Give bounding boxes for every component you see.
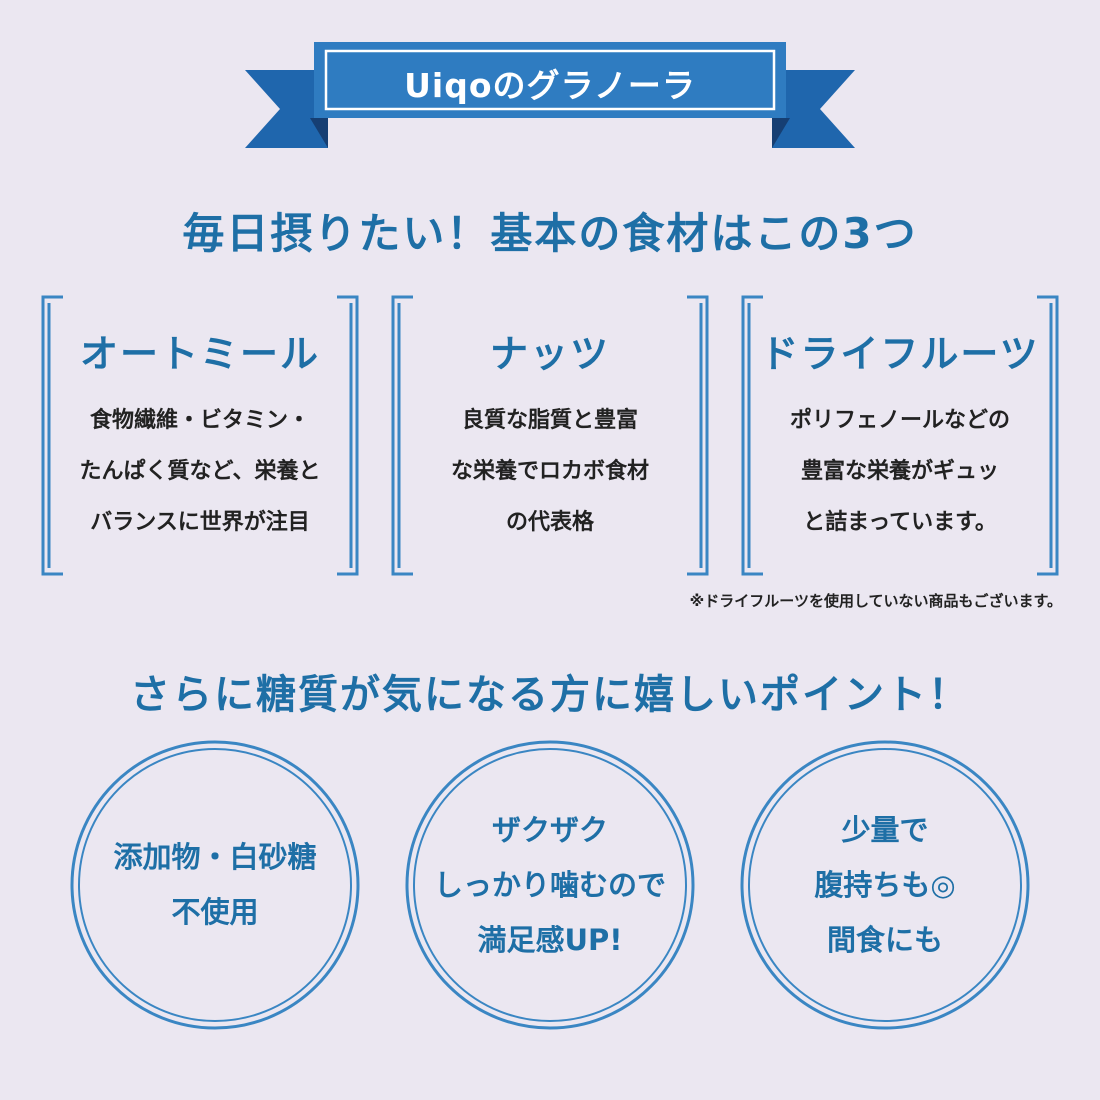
footnote: ※ドライフルーツを使用していない商品もございます。 [689,592,1062,610]
ingredient-description: 良質な脂質と豊富 な栄養でロカボ食材 の代表格 [450,408,649,535]
ingredient-title: ナッツ [489,332,610,376]
circle-frame [405,740,695,1030]
ingredient-description: ポリフェノールなどの 豊富な栄養がギュッ と詰まっています。 [789,408,1010,535]
point-circle-crunchy: ザクザク しっかり噛むので 満足感UP! [400,735,700,1035]
point-text: ザクザク しっかり噛むので 満足感UP! [433,812,666,957]
points-heading: さらに糖質が気になる方に嬉しいポイント！ [130,672,970,718]
circle-frame [70,740,360,1030]
point-text: 添加物・白砂糖 不使用 [113,840,317,929]
point-circle-no-additives: 添加物・白砂糖 不使用 [65,735,365,1035]
bracket-frame [41,295,359,576]
ingredient-card-dried-fruit: ドライフルーツ ポリフェノールなどの 豊富な栄養がギュッ と詰まっています。 [735,293,1065,578]
point-circle-small-portion: 少量で 腹持ちも◎ 間食にも [735,735,1035,1035]
ingredient-description: 食物繊維・ビタミン・ たんぱく質など、栄養と バランスに世界が注目 [79,408,321,535]
banner-title: Uiqoのグラノーラ [404,66,696,105]
point-text: 少量で 腹持ちも◎ 間食にも [814,812,956,957]
ingredient-card-oatmeal: オートミール 食物繊維・ビタミン・ たんぱく質など、栄養と バランスに世界が注目 [35,293,365,578]
bracket-frame [741,295,1059,576]
ribbon-banner [245,42,855,148]
ingredients-heading: 毎日摂りたい！基本の食材はこの3つ [182,209,918,258]
bracket-frame [391,295,709,576]
ingredient-title: ドライフルーツ [760,332,1040,376]
ingredient-title: オートミール [79,332,320,376]
circle-frame [740,740,1030,1030]
ingredient-card-nuts: ナッツ 良質な脂質と豊富 な栄養でロカボ食材 の代表格 [385,293,715,578]
